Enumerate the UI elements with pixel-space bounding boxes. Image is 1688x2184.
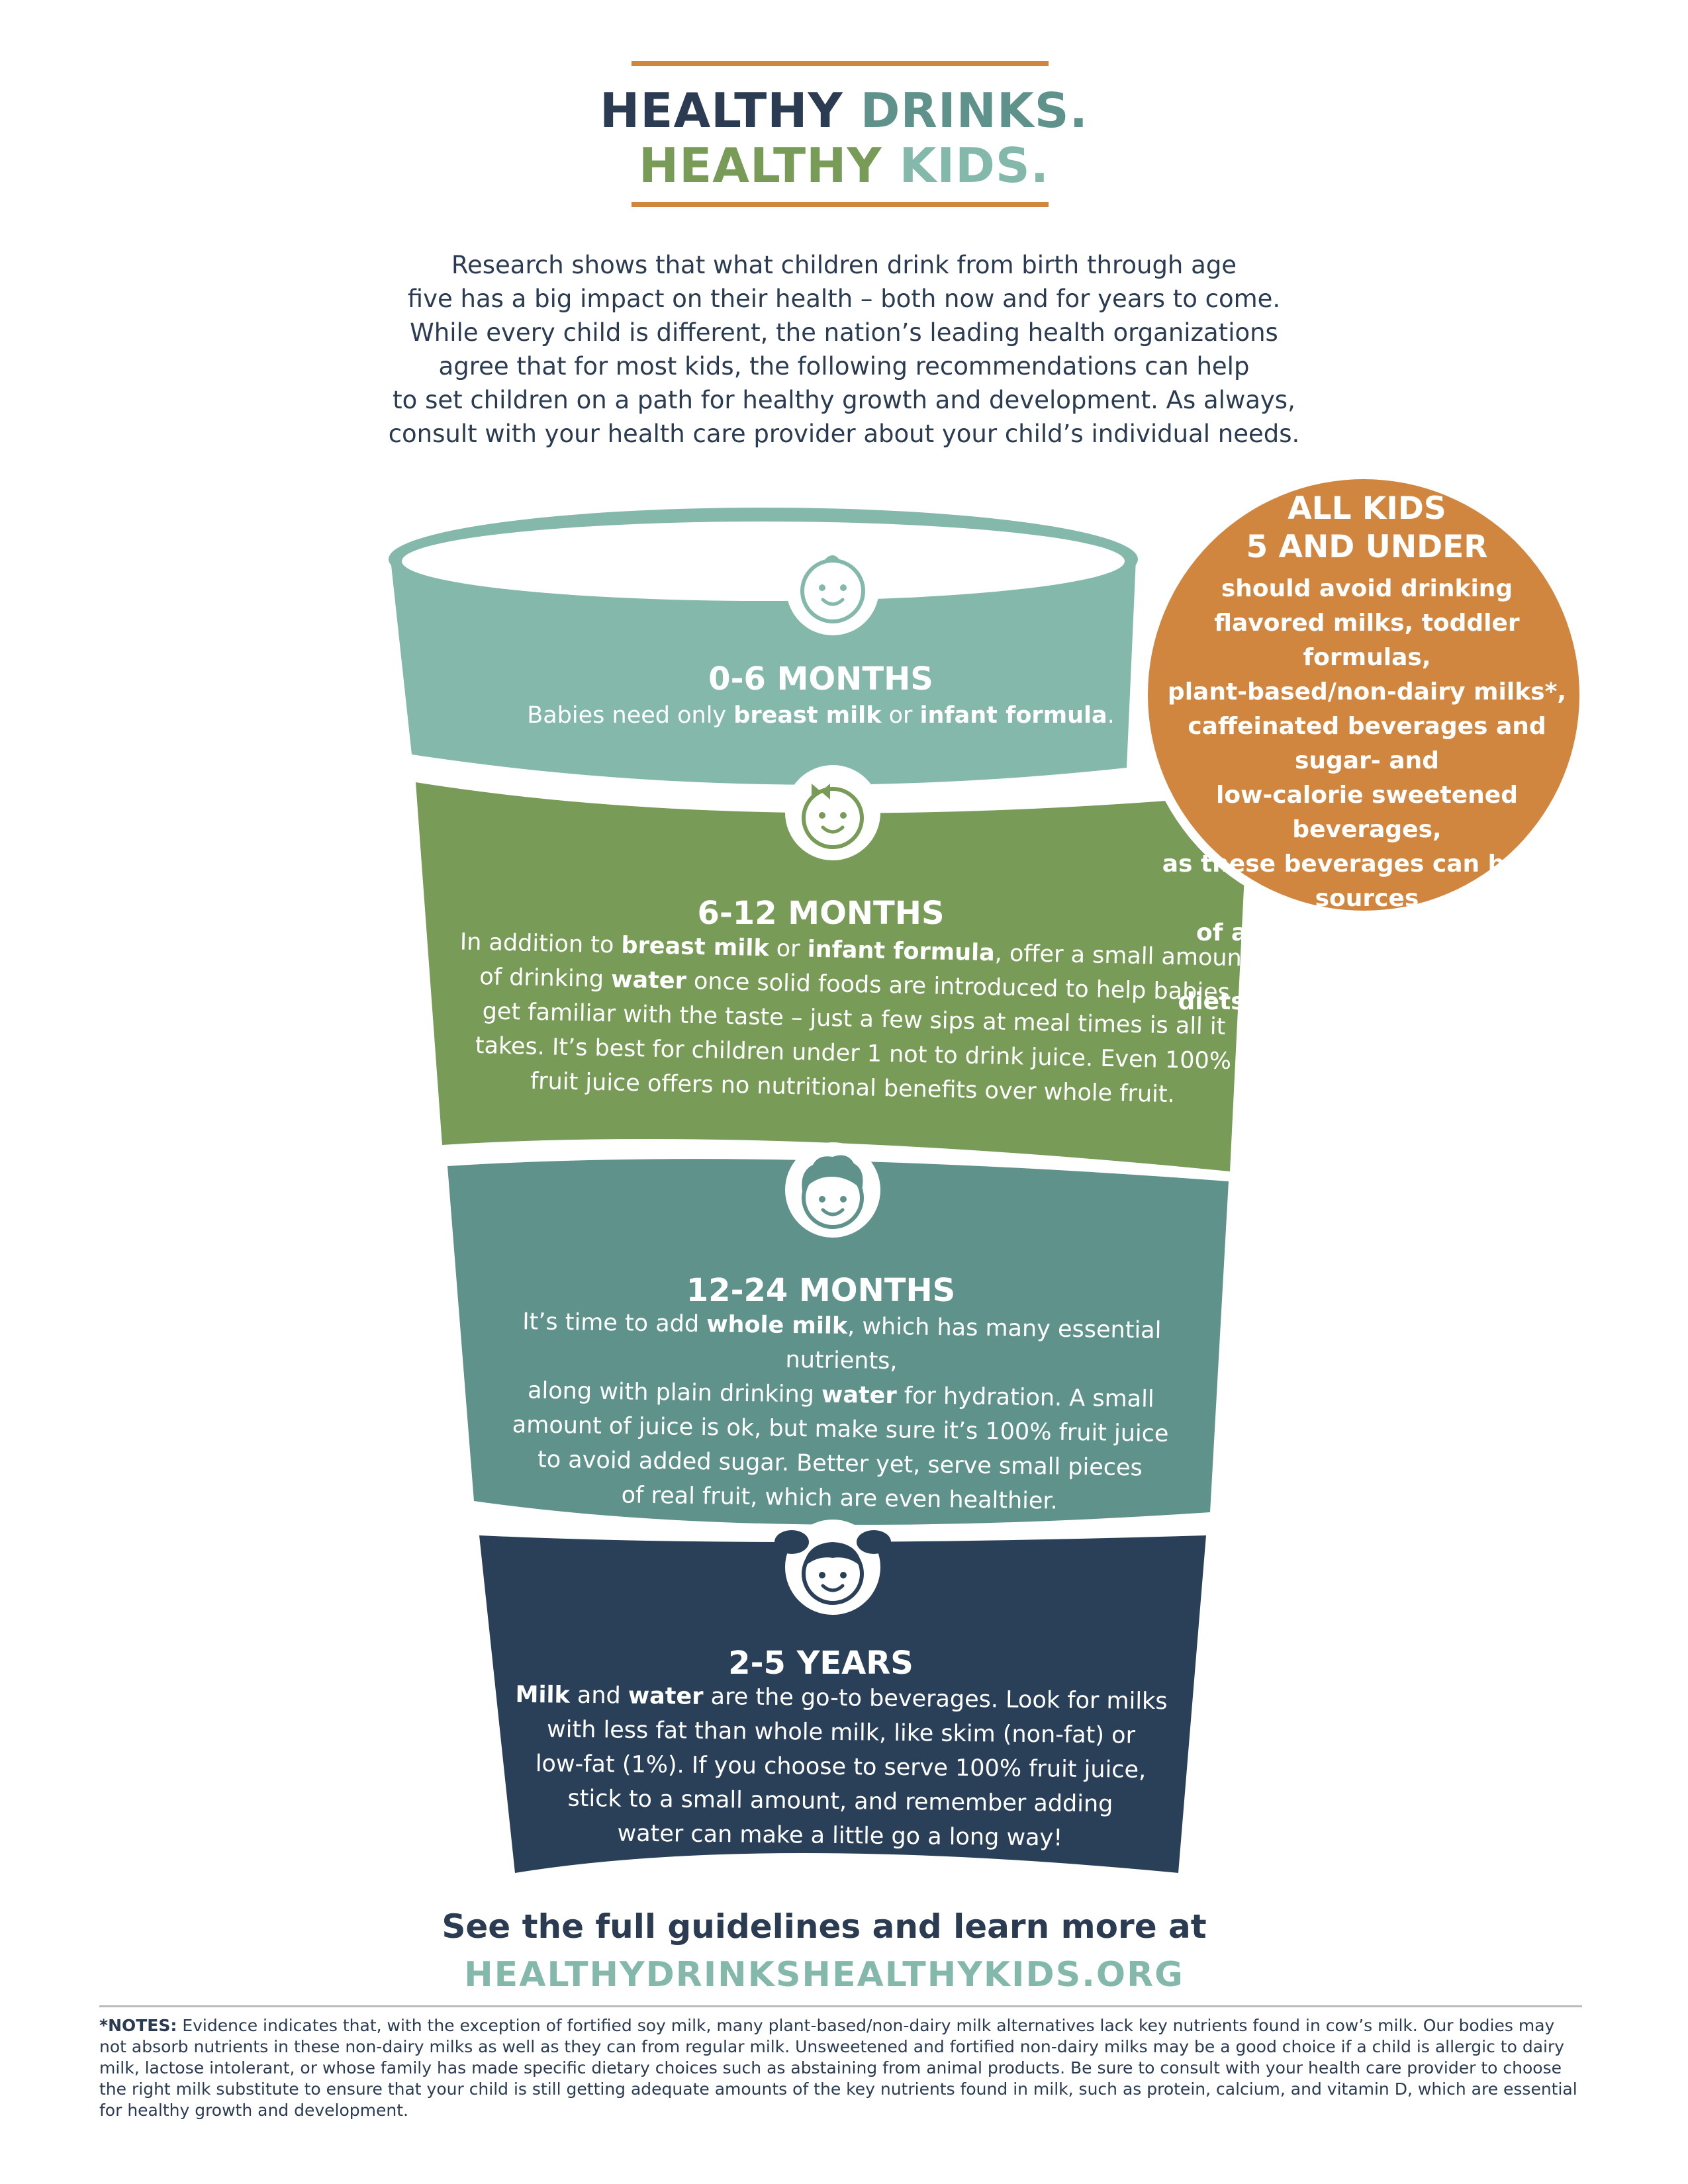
title-line-2: HEALTHY KIDS. — [0, 136, 1688, 195]
intro-line: While every child is different, the nati… — [410, 318, 1278, 347]
top-rule — [632, 61, 1049, 66]
baby-face-icon — [786, 543, 879, 635]
toddler-curly-hair-icon — [785, 1142, 880, 1238]
notes-text: Evidence indicates that, with the except… — [99, 2016, 1577, 2120]
callout-text: ALL KIDS 5 AND UNDER should avoid drinki… — [1149, 490, 1585, 1054]
callout-body-line: as these beverages can be big sources — [1162, 850, 1572, 912]
intro-line: to set children on a path for healthy gr… — [393, 386, 1295, 414]
callout-heading-line: 5 AND UNDER — [1246, 529, 1488, 565]
callout-heading-line: ALL KIDS — [1288, 490, 1446, 527]
bottom-rule — [632, 202, 1049, 207]
section-title-0-6-months: 0-6 MONTHS — [708, 660, 933, 698]
callout-body-line: caffeinated beverages and sugar- and — [1188, 713, 1546, 774]
title-healthy-1: HEALTHY — [600, 83, 843, 138]
cta-line: See the full guidelines and learn more a… — [442, 1907, 1207, 1946]
child-pigtails-icon — [774, 1520, 891, 1615]
section-text-0-6-months: Babies need only breast milk or infant f… — [527, 702, 1115, 729]
callout-body-line: of added sugars in young children’s — [1196, 919, 1538, 981]
callout-body-line: should avoid drinking — [1221, 575, 1513, 602]
section-title-2-5-years: 2-5 YEARS — [728, 1645, 914, 1682]
band-12-24-months — [447, 1159, 1229, 1525]
title-drinks: DRINKS. — [860, 83, 1088, 138]
band-0-6-months — [391, 559, 1136, 785]
callout-body-line: nutritional value. — [1250, 1023, 1483, 1050]
intro-line: five has a big impact on their health – … — [407, 285, 1281, 313]
band-6-12-months — [416, 782, 1248, 1171]
cta-url-link[interactable]: HEALTHYDRINKSHEALTHYKIDS.ORG — [464, 1955, 1184, 1995]
intro-paragraph: Research shows that what children drink … — [381, 248, 1307, 451]
notes-divider — [99, 2005, 1582, 2007]
callout-circle — [1148, 479, 1579, 911]
callout-body-line: low-calorie sweetened beverages, — [1216, 782, 1518, 843]
callout-body-line: plant-based/non-dairy milks*, — [1167, 678, 1567, 705]
notes-paragraph: *NOTES: Evidence indicates that, with th… — [99, 2015, 1582, 2121]
callout-body-line: flavored milks, toddler formulas, — [1214, 610, 1520, 671]
infant-with-bow-icon — [785, 765, 880, 860]
intro-line: agree that for most kids, the following … — [438, 352, 1250, 381]
title-kids: KIDS. — [899, 138, 1050, 193]
title-line-1: HEALTHY DRINKS. — [0, 81, 1688, 140]
notes-label: *NOTES: — [99, 2016, 177, 2035]
section-title-6-12-months: 6-12 MONTHS — [697, 895, 945, 932]
callout-body: should avoid drinking flavored milks, to… — [1149, 572, 1585, 1054]
section-text-6-12-months: In addition to breast milk or infant for… — [459, 929, 1251, 1109]
title-healthy-2: HEALTHY — [638, 138, 882, 193]
section-text-12-24-months: It’s time to add whole milk, which has m… — [512, 1308, 1169, 1515]
intro-line: consult with your health care provider a… — [388, 420, 1300, 448]
section-text-2-5-years: Milk and water are the go-to beverages. … — [515, 1681, 1168, 1852]
intro-line: Research shows that what children drink … — [451, 251, 1237, 279]
section-title-12-24-months: 12-24 MONTHS — [686, 1272, 956, 1309]
callout-heading: ALL KIDS 5 AND UNDER — [1149, 490, 1585, 567]
band-2-5-years — [479, 1535, 1206, 1873]
cup-rim-inner — [402, 522, 1125, 601]
callout-body-line: diets and provide no unique — [1178, 988, 1556, 1015]
